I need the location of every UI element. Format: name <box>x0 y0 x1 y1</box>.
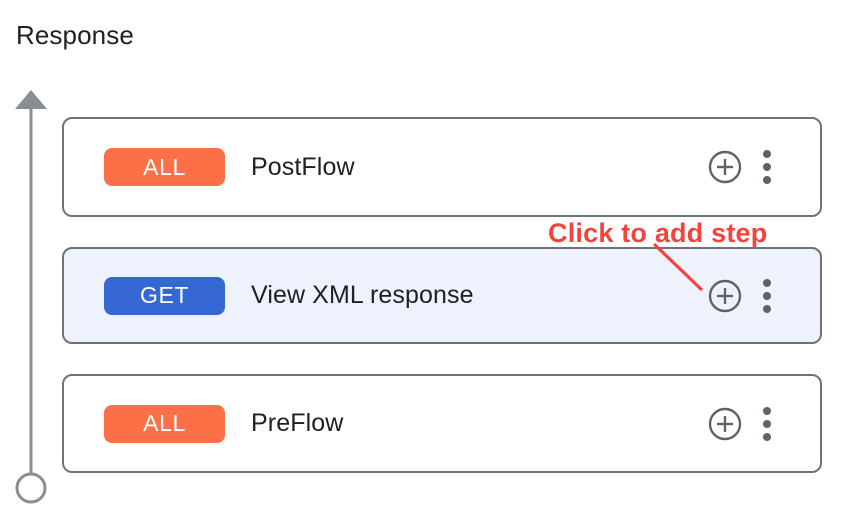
circle-endpoint-icon <box>15 472 47 504</box>
flow-step-row-view-xml-response[interactable]: GET View XML response <box>62 247 822 344</box>
flow-step-row-postflow[interactable]: ALL PostFlow <box>62 117 822 217</box>
row-actions <box>708 150 772 184</box>
kebab-dot <box>763 304 771 313</box>
row-actions <box>708 278 772 313</box>
more-vert-icon[interactable] <box>762 406 772 441</box>
method-badge: ALL <box>104 404 225 443</box>
kebab-dot <box>763 291 771 300</box>
arrow-up-icon <box>15 90 47 109</box>
method-badge: ALL <box>104 148 225 186</box>
kebab-dot <box>763 278 771 287</box>
annotation-text: Click to add step <box>548 218 768 248</box>
kebab-dot <box>763 419 771 428</box>
flow-steps-list: ALL PostFlow GET View XML response <box>62 117 822 473</box>
more-vert-icon[interactable] <box>762 150 772 184</box>
row-actions <box>708 406 772 441</box>
flow-step-label: PreFlow <box>251 409 344 437</box>
kebab-dot <box>763 176 771 184</box>
plus-circle-icon[interactable] <box>708 279 742 313</box>
flow-direction-axis <box>15 90 47 504</box>
kebab-dot <box>763 406 771 415</box>
flow-step-label: View XML response <box>251 281 474 309</box>
annotation-arrow-icon <box>652 242 704 292</box>
more-vert-icon[interactable] <box>762 278 772 313</box>
flow-step-row-preflow[interactable]: ALL PreFlow <box>62 374 822 473</box>
kebab-dot <box>763 150 771 158</box>
method-badge: GET <box>104 276 225 315</box>
page-title: Response <box>16 20 134 50</box>
plus-circle-icon[interactable] <box>708 150 742 184</box>
plus-circle-icon[interactable] <box>708 407 742 441</box>
flow-step-label: PostFlow <box>251 152 355 181</box>
kebab-dot <box>763 432 771 441</box>
kebab-dot <box>763 163 771 171</box>
